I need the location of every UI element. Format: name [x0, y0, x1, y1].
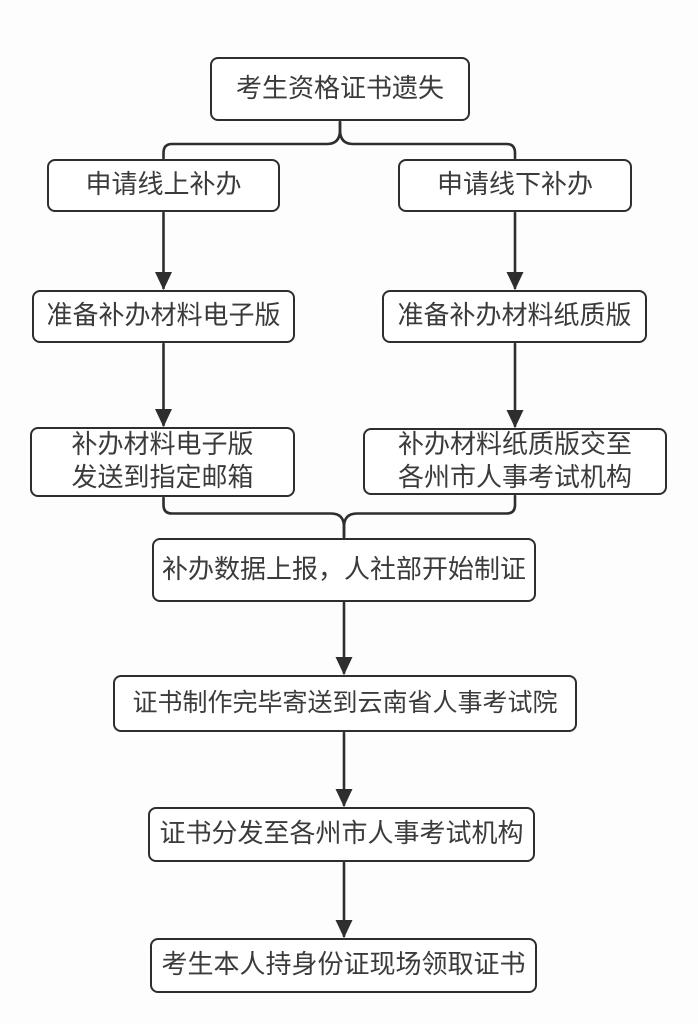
flow-node-cert-distributed-label: 证书分发至各州市人事考试机构 — [159, 819, 524, 849]
flow-node-prepare-digital-label: 准备补办材料电子版 — [46, 301, 281, 331]
flow-node-cert-mailed-label: 证书制作完毕寄送到云南省人事考试院 — [132, 689, 558, 717]
flow-node-start: 考生资格证书遗失 — [210, 57, 470, 121]
edge-split-right — [338, 120, 517, 160]
flow-node-report-label: 补办数据上报，人社部开始制证 — [161, 554, 526, 584]
flow-node-submit-paper-line1: 补办材料纸质版交至 — [397, 429, 632, 459]
flow-node-cert-mailed: 证书制作完毕寄送到云南省人事考试院 — [113, 675, 577, 732]
flow-node-report: 补办数据上报，人社部开始制证 — [152, 538, 536, 602]
flow-node-send-digital: 补办材料电子版 发送到指定邮箱 — [30, 427, 295, 497]
flow-node-collect-label: 考生本人持身份证现场领取证书 — [161, 950, 526, 980]
flow-node-collect: 考生本人持身份证现场领取证书 — [150, 938, 537, 993]
flow-node-apply-online-label: 申请线上补办 — [85, 170, 242, 200]
flow-node-submit-paper-line2: 各州市人事考试机构 — [397, 462, 632, 492]
edge-merge-left — [162, 496, 346, 539]
flow-node-prepare-digital: 准备补办材料电子版 — [32, 290, 295, 343]
flow-node-start-label: 考生资格证书遗失 — [235, 73, 444, 103]
flow-node-prepare-paper: 准备补办材料纸质版 — [382, 290, 647, 343]
edge-merge-right — [342, 494, 517, 539]
flow-node-send-digital-line2: 发送到指定邮箱 — [71, 463, 254, 492]
flow-node-prepare-paper-label: 准备补办材料纸质版 — [397, 301, 632, 331]
flow-node-apply-offline: 申请线下补办 — [398, 159, 632, 212]
flow-node-send-digital-line1: 补办材料电子版 — [71, 430, 254, 460]
edge-split-left — [162, 120, 342, 160]
flow-node-apply-offline-label: 申请线下补办 — [436, 170, 593, 200]
flow-node-cert-distributed: 证书分发至各州市人事考试机构 — [148, 807, 535, 862]
flow-node-submit-paper: 补办材料纸质版交至 各州市人事考试机构 — [363, 428, 667, 495]
flow-node-apply-online: 申请线上补办 — [47, 159, 280, 212]
